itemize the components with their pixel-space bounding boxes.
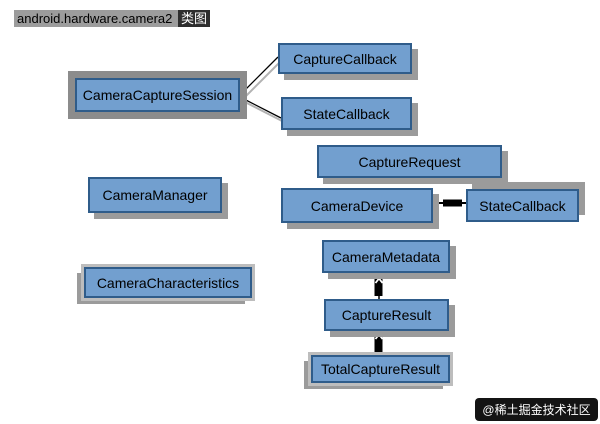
class-node-state-callback-session: StateCallback <box>281 97 412 130</box>
class-node-capture-request: CaptureRequest <box>317 145 502 178</box>
class-node-label: CameraCaptureSession <box>82 87 233 103</box>
class-node-label: CaptureRequest <box>358 153 461 170</box>
class-node-label: StateCallback <box>479 197 566 214</box>
class-node-camera-capture-session: CameraCaptureSession <box>75 78 240 112</box>
class-node-label: CaptureCallback <box>293 50 397 67</box>
inheritance-up-arrow-icon <box>374 277 384 284</box>
class-node-label: TotalCaptureResult <box>320 361 441 377</box>
edge-captureresult-metadata-bar <box>374 277 383 296</box>
edge-shadow <box>242 100 285 123</box>
inheritance-up-arrow-icon <box>374 333 384 340</box>
edge-shadow <box>242 60 282 100</box>
edge-session-statecallback <box>239 96 282 119</box>
class-node-state-callback-device: StateCallback <box>466 189 579 222</box>
class-node-camera-device: CameraDevice <box>281 188 433 223</box>
diagram-title-text: android.hardware.camera2 <box>14 10 178 27</box>
class-node-camera-characteristics: CameraCharacteristics <box>84 267 252 298</box>
class-node-label: CameraDevice <box>310 197 404 214</box>
watermark-text: @稀土掘金技术社区 <box>482 403 591 417</box>
class-node-label: StateCallback <box>303 105 390 122</box>
class-node-label: CameraManager <box>102 187 208 203</box>
class-node-label: CameraMetadata <box>331 248 441 265</box>
class-node-capture-callback: CaptureCallback <box>278 43 412 74</box>
class-node-capture-result: CaptureResult <box>324 299 449 331</box>
diagram-title: android.hardware.camera2 类图 <box>14 10 210 28</box>
class-node-camera-manager: CameraManager <box>88 177 222 213</box>
class-node-label: CaptureResult <box>341 307 432 323</box>
edge-device-statecallback-bar <box>443 199 462 207</box>
juejin-watermark-badge: @稀土掘金技术社区 <box>475 398 598 421</box>
diagram-title-highlighted-text: 类图 <box>177 10 210 27</box>
edge-totalresult-captureresult-bar <box>374 333 383 352</box>
edge-session-capturecallback <box>239 56 279 96</box>
class-node-camera-metadata: CameraMetadata <box>322 240 450 273</box>
class-node-label: CameraCharacteristics <box>96 274 240 291</box>
class-node-total-capture-result: TotalCaptureResult <box>311 355 450 383</box>
